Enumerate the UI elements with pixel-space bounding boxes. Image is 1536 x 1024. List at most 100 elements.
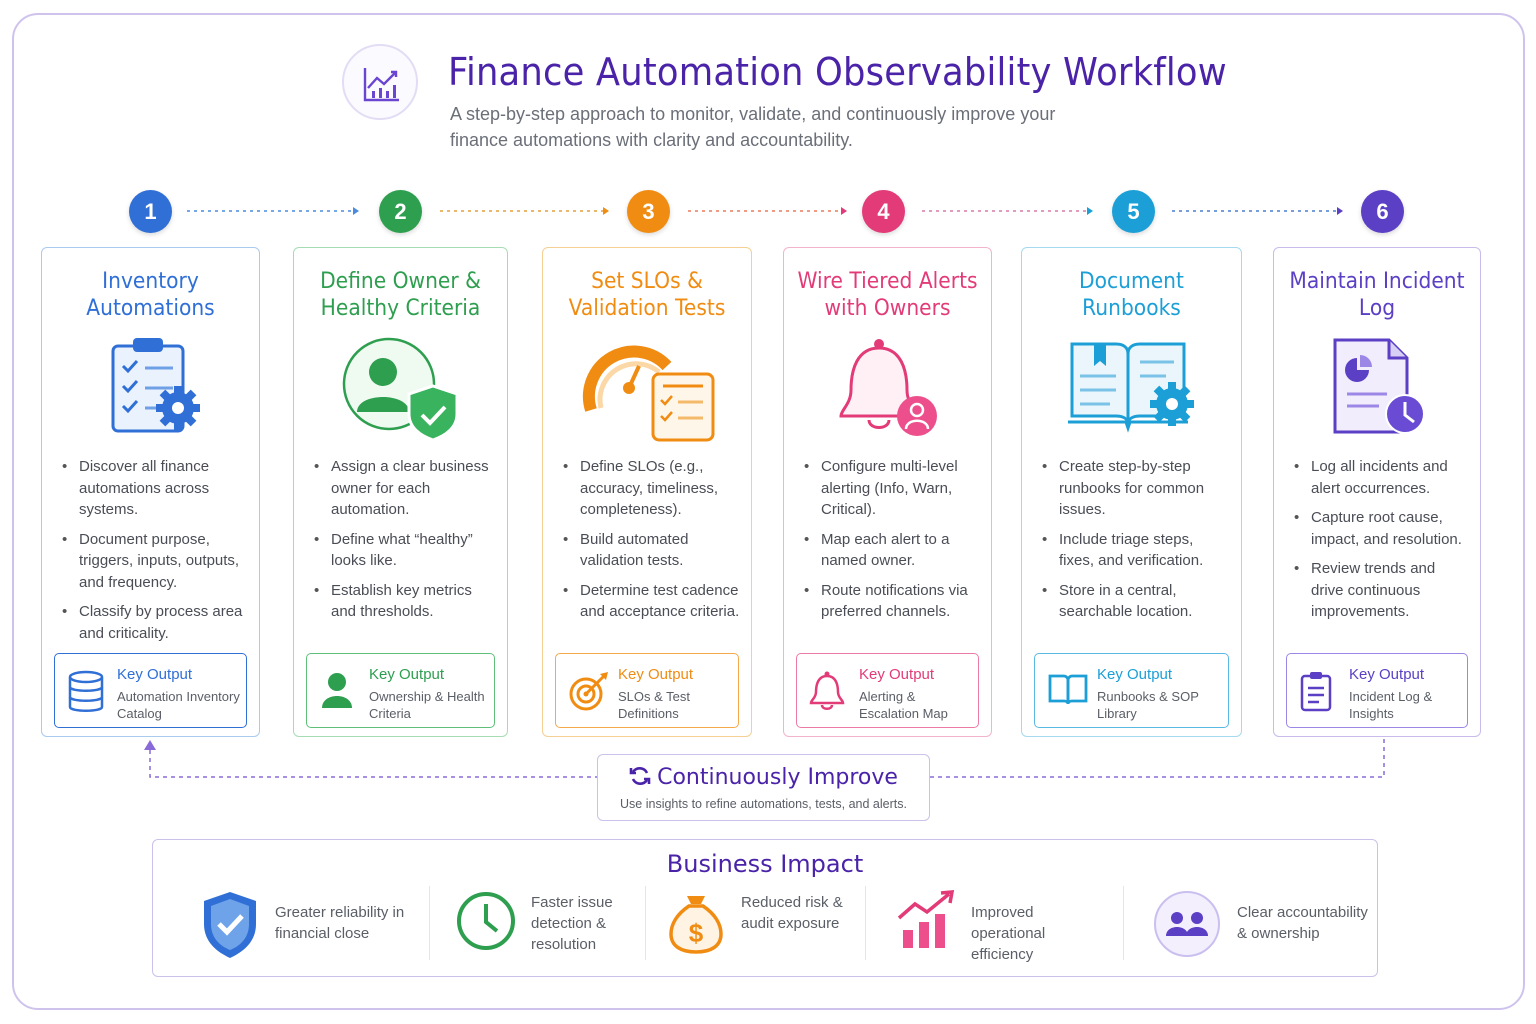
- bullet: Document purpose, triggers, inputs, outp…: [60, 529, 249, 594]
- clipboard-checklist-gear-icon: [101, 336, 201, 441]
- impact-item-reliability: Greater reliability in financial close: [201, 888, 421, 958]
- open-book-gear-icon: [1066, 336, 1198, 441]
- improve-title-text: Continuously Improve: [657, 765, 898, 790]
- team-icon: [1153, 890, 1221, 963]
- impact-text: Reduced risk & audit exposure: [741, 894, 843, 932]
- impact-item-accountability: Clear accountability & ownership: [1153, 888, 1373, 958]
- bullet: Store in a central, searchable location.: [1040, 580, 1231, 623]
- svg-text:$: $: [689, 918, 704, 948]
- person-icon: [319, 670, 355, 715]
- book-icon: [1047, 670, 1089, 715]
- bullet: Log all incidents and alert occurrences.: [1292, 456, 1470, 499]
- impact-divider: [429, 886, 430, 960]
- impact-divider: [865, 886, 866, 960]
- report-clock-icon: [1327, 336, 1427, 445]
- step-title: Maintain Incident Log: [1289, 269, 1465, 321]
- step-title: Document Runbooks: [1079, 269, 1184, 321]
- step-title: Wire Tiered Alerts with Owners: [797, 269, 978, 321]
- growth-chart-icon: [897, 890, 957, 957]
- key-output-label: Key Output: [859, 666, 935, 683]
- key-output-box: Key Output SLOs & Test Definitions: [555, 653, 739, 728]
- step-bullets: Log all incidents and alert occurrences.…: [1292, 456, 1470, 631]
- key-output-text: SLOs & Test Definitions: [618, 689, 691, 721]
- key-output-text: Ownership & Health Criteria: [369, 689, 485, 721]
- impact-text: Faster issue detection & resolution: [531, 894, 613, 953]
- refresh-icon: [629, 765, 651, 793]
- key-output-box: Key Output Incident Log & Insights: [1286, 653, 1468, 728]
- step-title: Define Owner & Healthy Criteria: [320, 269, 481, 321]
- impact-item-efficiency: Improved operational efficiency: [897, 888, 1117, 963]
- bullet: Capture root cause, impact, and resoluti…: [1292, 507, 1470, 550]
- bullet: Review trends and drive continuous impro…: [1292, 558, 1470, 623]
- step-number-6: 6: [1361, 190, 1404, 233]
- gauge-checklist-icon: [579, 336, 715, 449]
- impact-title: Business Impact: [666, 850, 864, 878]
- bullet: Discover all finance automations across …: [60, 456, 249, 521]
- bell-user-icon: [833, 336, 943, 445]
- bullet: Define SLOs (e.g., accuracy, timeliness,…: [561, 456, 741, 521]
- step-number-4: 4: [862, 190, 905, 233]
- feedback-loop-line: [144, 738, 1385, 778]
- bullet: Define what “healthy” looks like.: [312, 529, 497, 572]
- step-bullets: Define SLOs (e.g., accuracy, timeliness,…: [561, 456, 741, 631]
- clock-icon: [455, 890, 517, 957]
- impact-divider: [1123, 886, 1124, 960]
- step-number-5: 5: [1112, 190, 1155, 233]
- impact-item-risk: $ Reduced risk & audit exposure: [667, 888, 857, 958]
- owner-shield-icon: [341, 336, 461, 446]
- connector-arrow-3-4: [688, 207, 847, 215]
- improve-text: Use insights to refine automations, test…: [620, 797, 907, 811]
- key-output-box: Key Output Runbooks & SOP Library: [1034, 653, 1229, 728]
- page-title: Finance Automation Observability Workflo…: [448, 50, 1227, 94]
- step-card-incident-log: Maintain Incident Log Log all incidents …: [1273, 247, 1481, 737]
- connector-arrow-2-3: [440, 207, 609, 215]
- step-number-2: 2: [379, 190, 422, 233]
- key-output-box: Key Output Automation Inventory Catalog: [54, 653, 247, 728]
- key-output-label: Key Output: [117, 666, 193, 683]
- bullet: Create step-by-step runbooks for common …: [1040, 456, 1231, 521]
- key-output-text: Incident Log & Insights: [1349, 689, 1433, 721]
- line-chart-icon: [342, 44, 418, 120]
- step-bullets: Configure multi-level alerting (Info, Wa…: [802, 456, 981, 631]
- step-bullets: Discover all finance automations across …: [60, 456, 249, 652]
- step-bullets: Create step-by-step runbooks for common …: [1040, 456, 1231, 631]
- target-icon: [568, 670, 610, 717]
- key-output-text: Runbooks & SOP Library: [1097, 689, 1199, 721]
- impact-text: Greater reliability in financial close: [275, 904, 405, 942]
- key-output-label: Key Output: [618, 666, 694, 683]
- key-output-label: Key Output: [1097, 666, 1173, 683]
- step-number-1: 1: [129, 190, 172, 233]
- key-output-box: Key Output Ownership & Health Criteria: [306, 653, 495, 728]
- bullet: Classify by process area and criticality…: [60, 601, 249, 644]
- step-card-alerts: Wire Tiered Alerts with Owners Configure…: [783, 247, 992, 737]
- bullet: Include triage steps, fixes, and verific…: [1040, 529, 1231, 572]
- clipboard-list-icon: [1299, 670, 1333, 717]
- bullet: Establish key metrics and thresholds.: [312, 580, 497, 623]
- page-subtitle: A step-by-step approach to monitor, vali…: [450, 104, 1056, 150]
- step-title: Inventory Automations: [86, 269, 215, 321]
- step-title: Set SLOs & Validation Tests: [568, 269, 726, 321]
- improve-title: Continuously Improve: [598, 765, 929, 793]
- step-number-3: 3: [627, 190, 670, 233]
- step-bullets: Assign a clear business owner for each a…: [312, 456, 497, 631]
- impact-item-detection: Faster issue detection & resolution: [455, 888, 645, 958]
- business-impact-panel: Business Impact Greater reliability in f…: [152, 839, 1378, 977]
- database-icon: [67, 670, 105, 719]
- step-card-inventory: Inventory Automations Disco: [41, 247, 260, 737]
- bullet: Determine test cadence and acceptance cr…: [561, 580, 741, 623]
- bullet: Configure multi-level alerting (Info, Wa…: [802, 456, 981, 521]
- connector-arrow-4-5: [922, 207, 1093, 215]
- connector-arrow-5-6: [1172, 207, 1343, 215]
- bullet: Build automated validation tests.: [561, 529, 741, 572]
- step-card-owner: Define Owner & Healthy Criteria Assign a…: [293, 247, 508, 737]
- key-output-label: Key Output: [1349, 666, 1425, 683]
- key-output-box: Key Output Alerting & Escalation Map: [796, 653, 979, 728]
- impact-divider: [645, 886, 646, 960]
- bullet: Assign a clear business owner for each a…: [312, 456, 497, 521]
- bell-icon: [809, 670, 845, 717]
- key-output-text: Alerting & Escalation Map: [859, 689, 948, 721]
- key-output-text: Automation Inventory Catalog: [117, 689, 240, 721]
- key-output-label: Key Output: [369, 666, 445, 683]
- shield-check-icon: [201, 890, 259, 965]
- continuous-improve-box: Continuously Improve Use insights to ref…: [597, 754, 930, 821]
